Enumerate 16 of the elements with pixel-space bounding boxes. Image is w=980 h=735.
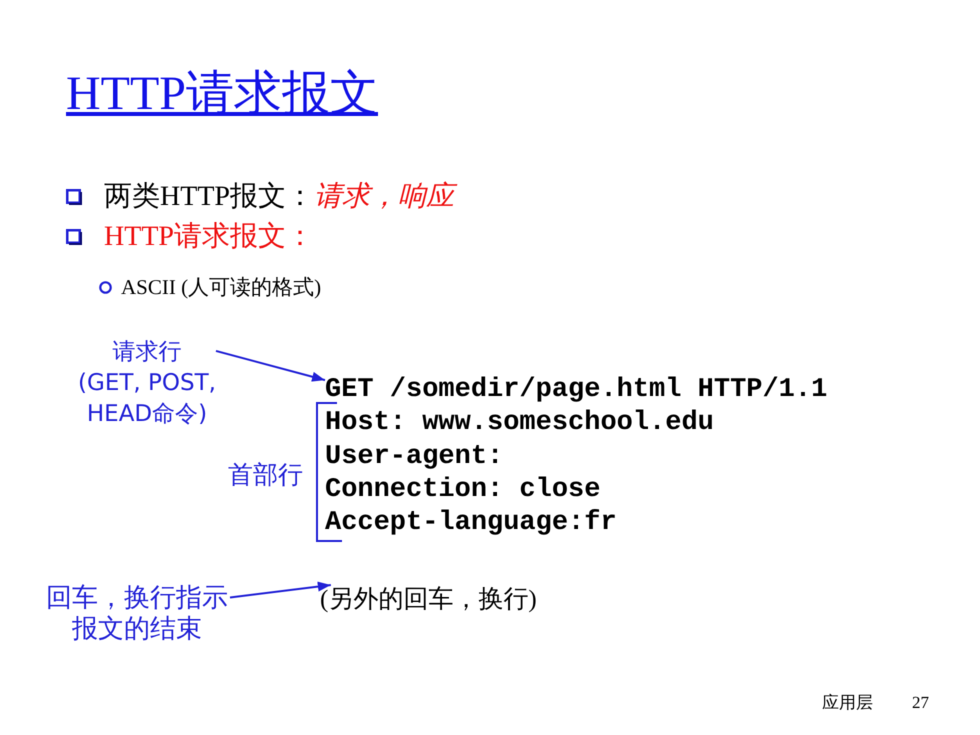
slide-title: HTTP请求报文 <box>66 66 378 122</box>
code-line: Connection: close <box>325 474 600 506</box>
leader-arrow <box>230 582 331 598</box>
bullet-text: HTTP请求报文： <box>104 220 314 254</box>
callout-text: 回车，换行指示报文的结束 <box>44 582 230 644</box>
leader-arrow <box>216 350 326 382</box>
bracket-label: 首部行 <box>228 460 303 490</box>
code-line: Host: www.someschool.edu <box>325 406 714 440</box>
footer-text: 应用层 <box>822 692 873 714</box>
page-number: 27 <box>912 692 929 714</box>
code-line: User-agent: <box>325 440 504 474</box>
callout-text: 请求行 (GET, POST, HEAD命令) <box>78 337 216 430</box>
bullet-text: ASCII (人可读的格式) <box>121 274 322 301</box>
code-line: Accept-language:fr <box>325 506 617 540</box>
note-text: (另外的回车，换行) <box>320 585 537 615</box>
code-line: GET /somedir/page.html HTTP/1.1 <box>325 374 828 406</box>
